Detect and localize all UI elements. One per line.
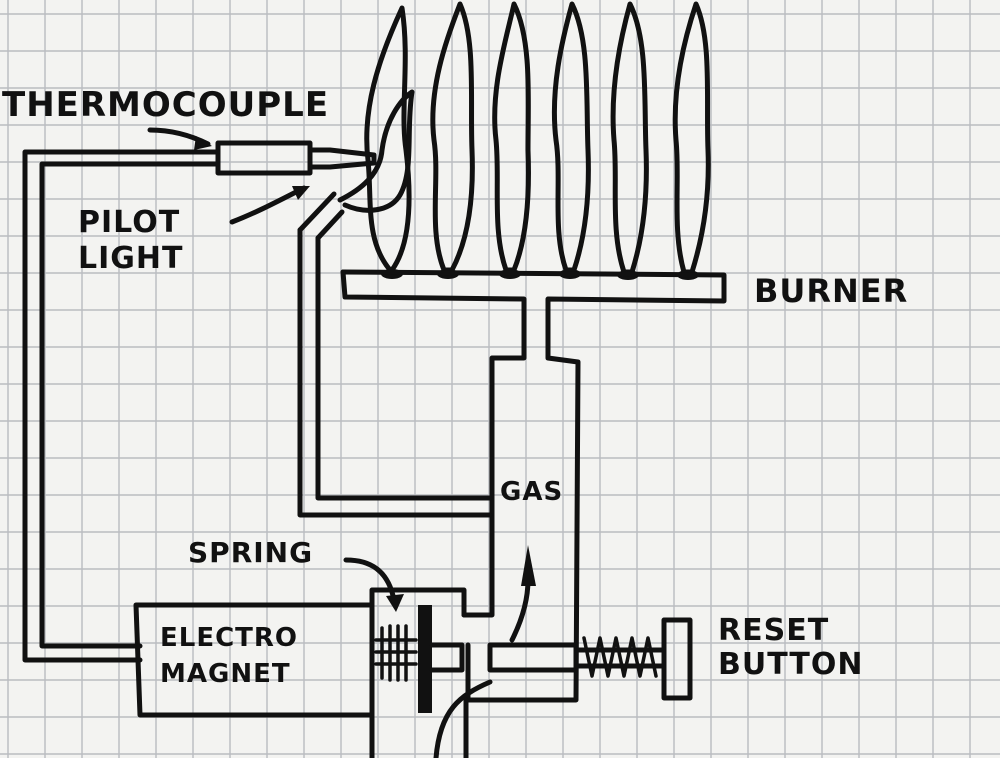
- spring-pointer-head: [386, 594, 404, 612]
- thermocouple-tip: [307, 147, 377, 170]
- spring-armature: [374, 605, 465, 713]
- pilot-tube-outer: [297, 227, 493, 518]
- gas-flow: [433, 545, 536, 758]
- electromagnet: [133, 587, 469, 758]
- thermocouple-pointer-head: [194, 136, 212, 150]
- label-pilot-1: PILOT: [78, 205, 180, 240]
- labels: THERMOCOUPLE PILOT LIGHT BURNER GAS SPRI…: [2, 85, 908, 689]
- inlet-pipe: [433, 679, 493, 758]
- label-gas: GAS: [500, 477, 563, 507]
- spring-coils: [374, 624, 418, 682]
- flame-1: [364, 5, 412, 273]
- reset-button-cap[interactable]: [661, 617, 693, 701]
- thermocouple-wire-inner: [39, 161, 221, 649]
- valve-stem: [429, 642, 465, 673]
- plunger: [487, 642, 579, 673]
- label-reset: RESET: [718, 613, 829, 648]
- burner-flames: [337, 1, 711, 275]
- valve-housing: [369, 587, 469, 758]
- reset-spring: [582, 636, 658, 678]
- burner-bar-left: [340, 269, 527, 618]
- spring-pointer: [343, 557, 397, 603]
- flame-4: [551, 1, 591, 273]
- reset-rod: [573, 647, 667, 669]
- reset-mechanism: [487, 617, 693, 701]
- pilot-pointer: [229, 185, 307, 225]
- label-magnet: MAGNET: [160, 659, 291, 689]
- pilot-flame: [337, 89, 415, 213]
- flame-3: [492, 1, 531, 273]
- pilot-tube-inner: [315, 235, 493, 501]
- pilot-tube-tip: [297, 191, 345, 241]
- armature-plate: [418, 605, 432, 713]
- thermocouple-wire: [22, 149, 221, 663]
- pointer-arrows: [147, 127, 404, 612]
- flame-6: [672, 1, 711, 275]
- flame-5: [610, 1, 649, 275]
- burner-bar: [340, 269, 727, 703]
- pilot-pointer-head: [292, 186, 310, 200]
- flame-2: [430, 1, 475, 273]
- pilot-tube: [297, 191, 493, 518]
- label-thermocouple: THERMOCOUPLE: [2, 85, 329, 125]
- label-spring: SPRING: [188, 536, 313, 569]
- gas-flow-arrow-head: [521, 545, 536, 586]
- label-burner: BURNER: [754, 272, 908, 310]
- label-electro: ELECTRO: [160, 623, 298, 653]
- burner-assembly: [340, 269, 727, 703]
- label-button: BUTTON: [718, 647, 863, 682]
- thermocouple: [22, 140, 377, 663]
- label-pilot-2: LIGHT: [78, 241, 183, 276]
- thermocouple-body: [215, 140, 313, 176]
